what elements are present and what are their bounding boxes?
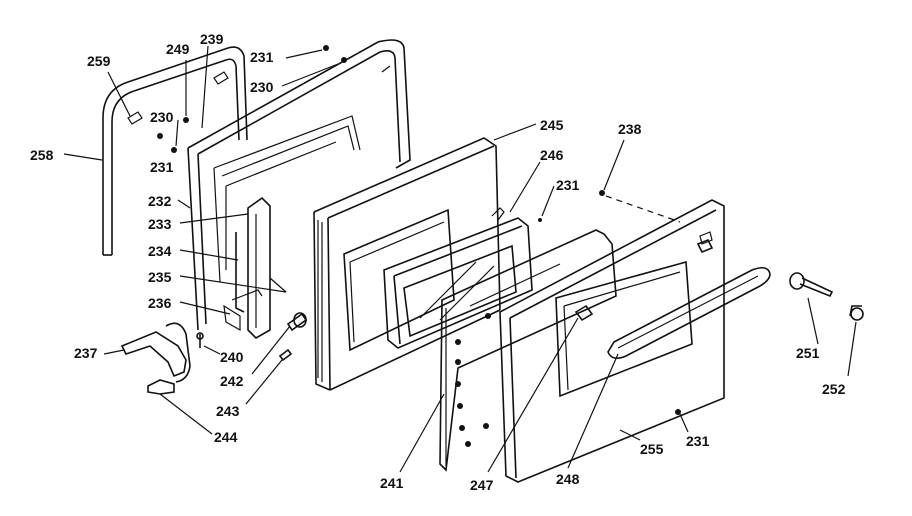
outer-door-panel-255 [499,199,725,483]
hinge-bracket-233-234 [223,196,287,339]
hinge-arm-237 [120,322,191,395]
small-fasteners [196,312,308,362]
callout-240: 240 [220,349,244,365]
callout-labels: 259 249 239 231 230 230 231 258 232 233 … [30,31,846,493]
callout-242: 242 [220,373,244,389]
callout-230: 230 [150,109,174,125]
callout-234: 234 [148,243,172,259]
callout-255: 255 [640,441,664,457]
hinge-pin-251 [599,190,864,321]
callout-249: 249 [166,41,190,57]
door-gasket-258 [102,46,248,256]
callout-251: 251 [796,345,820,361]
callout-233: 233 [148,216,172,232]
callout-243: 243 [216,403,240,419]
callout-239: 239 [200,31,224,47]
callout-231: 231 [556,177,580,193]
door-frame-panel-245 [313,137,501,391]
callout-231: 231 [250,49,274,65]
callout-259: 259 [87,53,111,69]
callout-232: 232 [148,193,172,209]
callout-247: 247 [470,477,494,493]
inner-door-liner-232 [187,39,411,331]
window-glass-pack-246 [383,207,533,349]
callout-244: 244 [214,429,238,445]
callout-238: 238 [618,121,642,137]
callout-258: 258 [30,147,54,163]
callout-248: 248 [556,471,580,487]
callout-236: 236 [148,295,172,311]
top-screws [157,45,681,415]
door-handle-248 [574,238,771,360]
callout-241: 241 [380,475,404,491]
callout-246: 246 [540,147,564,163]
callout-245: 245 [540,117,564,133]
callout-231: 231 [686,433,710,449]
insulation-panel-241 [439,229,617,472]
callout-230: 230 [250,79,274,95]
callout-252: 252 [822,381,846,397]
leader-lines [63,45,857,473]
callout-231: 231 [150,159,174,175]
callout-237: 237 [74,345,98,361]
callout-235: 235 [148,269,172,285]
